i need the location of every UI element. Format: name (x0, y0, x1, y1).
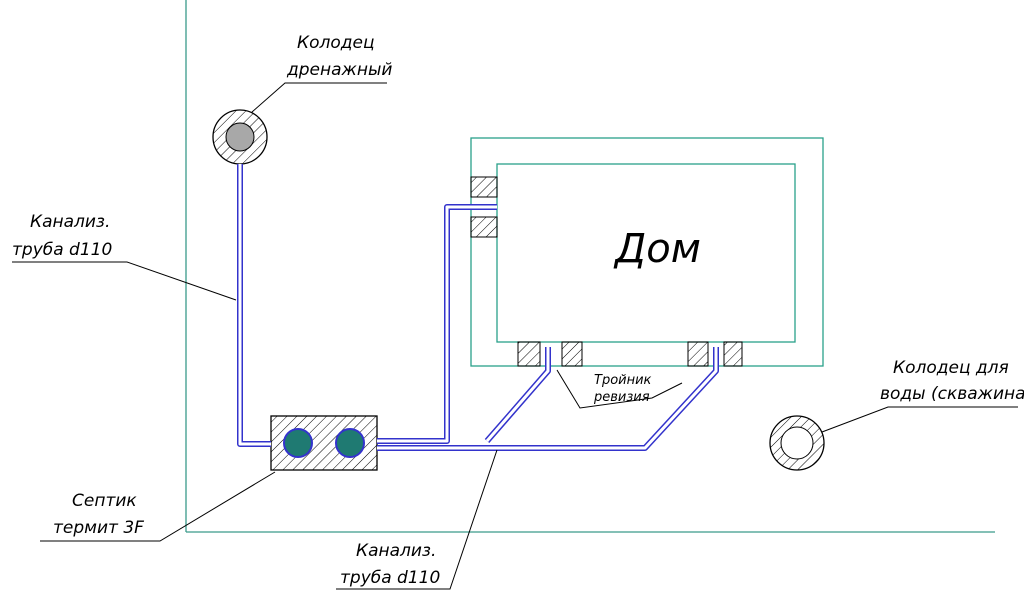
sewer-pipe-bottom-label-line2: труба d110 (340, 568, 440, 588)
wall-hatch-bottom-2 (561, 341, 583, 367)
septic-tank (270, 415, 378, 471)
septic-label-line2: термит 3F (53, 518, 144, 538)
house-outer-wall (470, 137, 824, 367)
house-inner-wall (496, 163, 796, 343)
septic-label-line1: Септик (72, 491, 137, 511)
water-well (769, 415, 825, 471)
water-well-label-line2: воды (скважина) (880, 384, 1024, 404)
drain-well-label-line1: Колодец (297, 33, 375, 53)
tee-label-line1: Тройник (594, 373, 652, 388)
house: Дом (470, 137, 824, 367)
house-label: Дом (613, 226, 701, 272)
sewer-pipe-bottom-label-line1: Канализ. (356, 541, 436, 561)
site-boundary (185, 0, 995, 533)
leader-lines (12, 82, 1018, 590)
wall-hatch-left-top (470, 176, 498, 198)
water-well-label-line1: Колодец для (893, 358, 1009, 378)
wall-hatch-left-bottom (470, 216, 498, 238)
drainage-well (212, 109, 268, 165)
tee-label-line2: ревизия (593, 390, 650, 405)
wall-hatch-bottom-3 (687, 341, 709, 367)
sewer-pipe-left-label-line2: труба d110 (12, 240, 112, 260)
wall-hatch-bottom-1 (517, 341, 541, 367)
sewer-pipes (237, 164, 719, 451)
drain-well-label-line2: дренажный (286, 60, 392, 80)
wall-hatch-bottom-4 (723, 341, 743, 367)
sewer-pipe-left-label-line1: Канализ. (30, 212, 110, 232)
